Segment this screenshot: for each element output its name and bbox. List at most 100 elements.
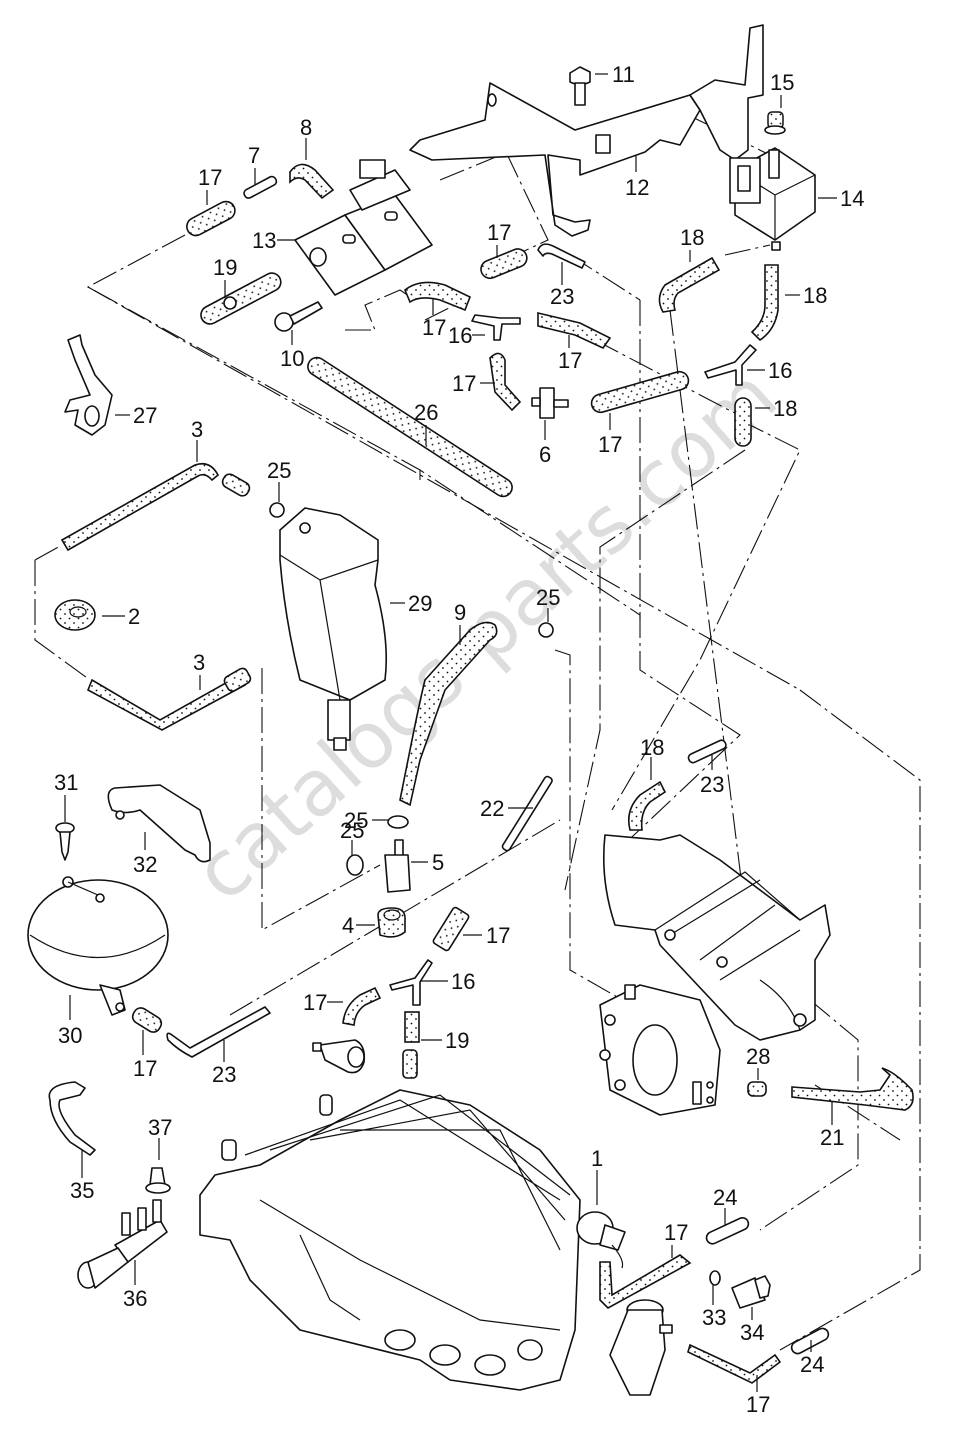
hose-19-a: [200, 272, 282, 325]
callout-17: 17: [422, 315, 446, 340]
hose-19-ring: [223, 296, 237, 310]
solenoid-valve-14: [729, 147, 816, 251]
damper-4: [377, 907, 406, 938]
callout-13: 13: [252, 228, 276, 253]
washer-33: [709, 1270, 721, 1286]
callout-10: 10: [280, 346, 304, 371]
callout-17: 17: [598, 432, 622, 457]
callout-5: 5: [432, 850, 444, 875]
hose-17-d: [537, 311, 612, 350]
callout-12: 12: [625, 175, 649, 200]
hose-19-b-bottom: [402, 1049, 418, 1079]
tee-16-c: [389, 959, 433, 1006]
hose-19-b-top: [404, 1011, 420, 1043]
callout-6: 6: [539, 442, 551, 467]
valve-bottom: [609, 1299, 673, 1396]
callout-25: 25: [536, 585, 560, 610]
callout-28: 28: [746, 1044, 770, 1069]
callout-17: 17: [303, 990, 327, 1015]
connector-3-b: [223, 667, 252, 692]
hose-21: [791, 1067, 914, 1111]
callout-18: 18: [773, 396, 797, 421]
callout-labels: 11 15 8 7 17 12 14 13 17 23 18 19 18 17 …: [54, 62, 864, 1417]
hose-17-a: [186, 200, 236, 237]
pipe-7: [243, 175, 278, 199]
callout-35: 35: [70, 1178, 94, 1203]
hose-17-j: [599, 1254, 692, 1309]
bracket-27: [64, 334, 113, 436]
grommet-2: [54, 599, 96, 631]
hose-17-i: [131, 1007, 163, 1033]
hose-18-a: [658, 256, 721, 313]
callout-17: 17: [558, 348, 582, 373]
callout-16: 16: [448, 323, 472, 348]
callout-22: 22: [480, 796, 504, 821]
callout-3: 3: [191, 417, 203, 442]
callout-7: 7: [248, 143, 260, 168]
screw-10: [274, 301, 323, 332]
pipe-23-c: [166, 1006, 271, 1058]
cap-37: [145, 1167, 171, 1194]
hose-17-k: [687, 1343, 782, 1384]
bracket-12: [409, 24, 764, 237]
callout-23: 23: [212, 1062, 236, 1087]
callout-33: 33: [702, 1305, 726, 1330]
callout-25: 25: [344, 808, 368, 833]
callout-2: 2: [128, 604, 140, 629]
callout-4: 4: [342, 913, 354, 938]
hose-18-c: [734, 397, 752, 447]
callout-23: 23: [550, 284, 574, 309]
bracket-27-hole: [84, 405, 100, 427]
sensor: [312, 1039, 366, 1074]
callout-21: 21: [820, 1125, 844, 1150]
callout-1: 1: [591, 1146, 603, 1171]
callout-29: 29: [408, 591, 432, 616]
valve-5: [384, 839, 411, 893]
callout-19: 19: [445, 1028, 469, 1053]
bracket-32-hole: [115, 810, 125, 820]
check-valve-6: [531, 387, 569, 419]
hose-17-g: [432, 906, 470, 952]
callout-9: 9: [454, 600, 466, 625]
tee-16-b: [704, 344, 757, 386]
callout-24: 24: [800, 1352, 824, 1377]
tee-16-a: [471, 314, 521, 341]
pipe-23-a: [537, 243, 586, 269]
callout-24: 24: [713, 1185, 737, 1210]
hose-3-b: [86, 673, 247, 731]
pipe-24-b: [790, 1327, 830, 1355]
hose-17-h: [342, 986, 382, 1026]
callout-17: 17: [487, 220, 511, 245]
callout-36: 36: [123, 1286, 147, 1311]
callout-18: 18: [680, 225, 704, 250]
leader-lines: [64, 73, 837, 1392]
callout-17: 17: [746, 1392, 770, 1417]
callout-3: 3: [193, 650, 205, 675]
callout-31: 31: [54, 770, 78, 795]
callout-17: 17: [198, 165, 222, 190]
callout-18: 18: [640, 735, 664, 760]
callout-16: 16: [451, 969, 475, 994]
callout-23: 23: [700, 772, 724, 797]
bolt-11: [569, 66, 591, 106]
callout-17: 17: [452, 371, 476, 396]
pipe-22: [501, 775, 553, 852]
throttle-body: [599, 984, 721, 1116]
callout-8: 8: [300, 115, 312, 140]
hose-26: [307, 356, 513, 498]
hose-17-b: [480, 248, 528, 280]
cap-15: [764, 111, 786, 135]
callout-17: 17: [664, 1220, 688, 1245]
hose-17-c: [404, 281, 472, 312]
pipe-23-b: [687, 739, 727, 764]
clamp-25-d: [346, 854, 364, 876]
elbow-hose-8: [289, 163, 335, 200]
callout-19: 19: [213, 255, 237, 280]
clamp-25-a: [269, 502, 285, 518]
callout-15: 15: [770, 70, 794, 95]
valve-1: [576, 1211, 626, 1269]
connector-3-a: [221, 473, 251, 497]
hose-18-b: [750, 264, 779, 342]
vacuum-reservoir-30: [27, 876, 169, 1016]
pipe-24-a: [705, 1217, 750, 1245]
